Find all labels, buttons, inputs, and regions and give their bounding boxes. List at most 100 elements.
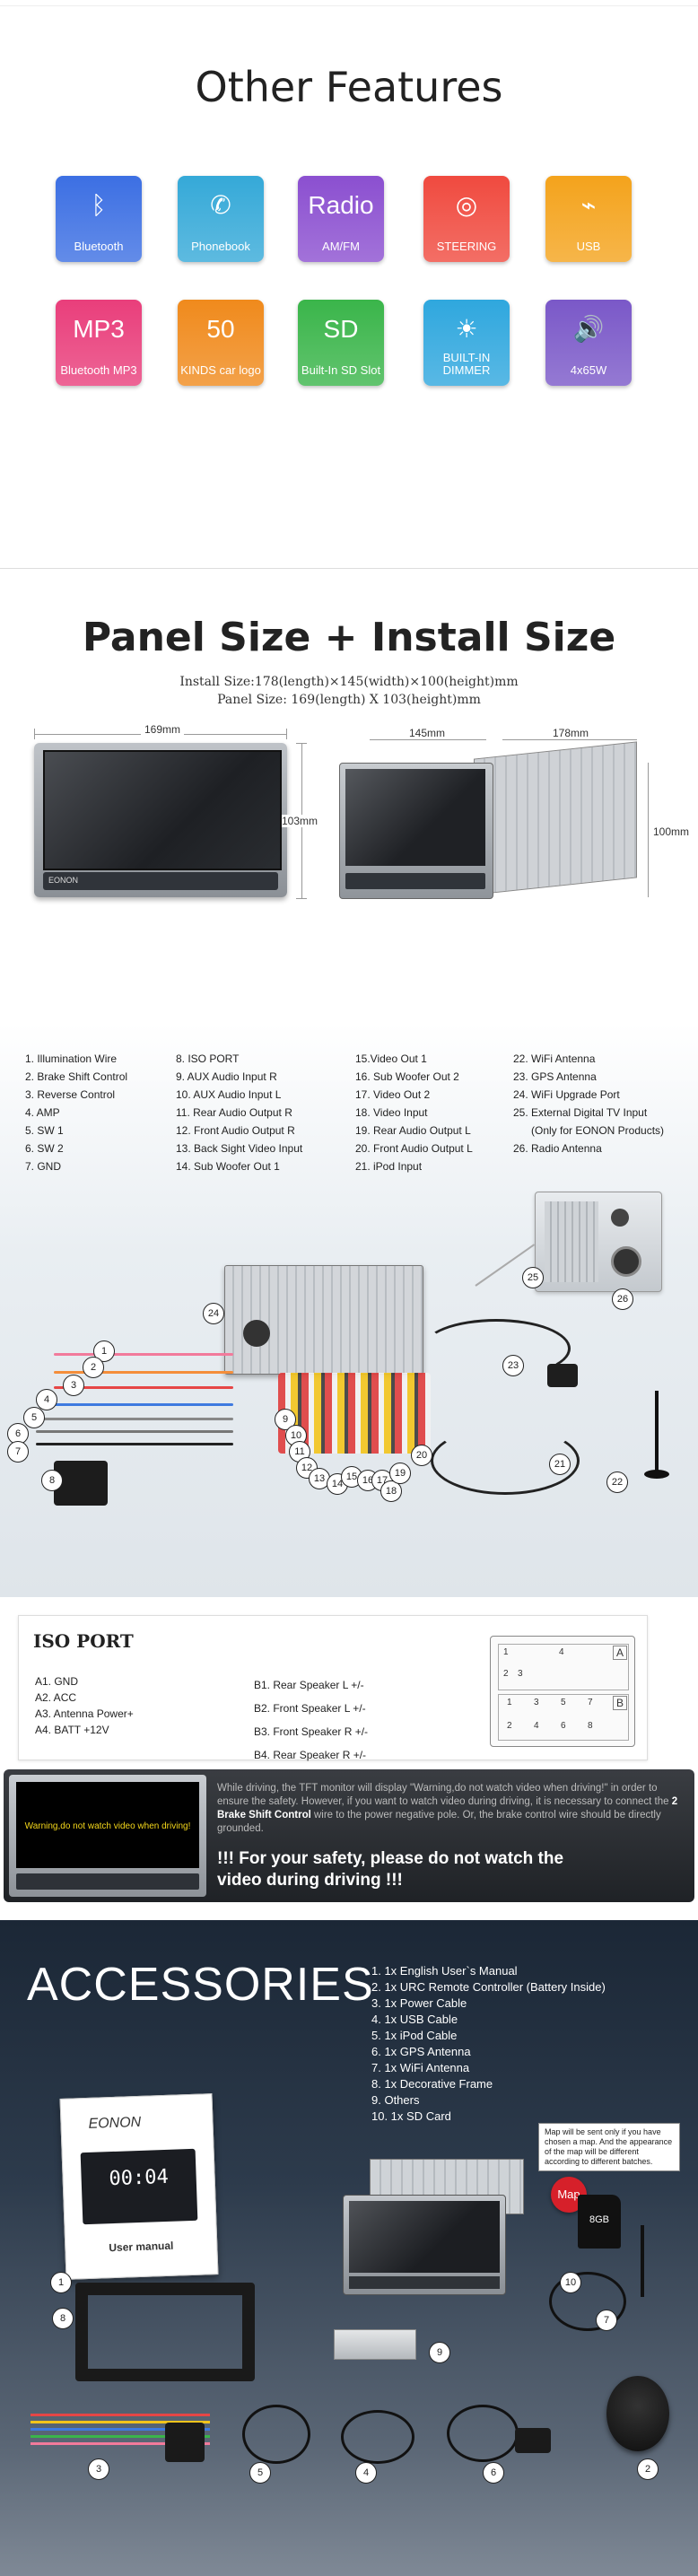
- wiring-item: 13. Back Sight Video Input: [176, 1142, 303, 1155]
- wire-sw1: [36, 1418, 233, 1420]
- feature-label: Built-In SD Slot: [301, 363, 381, 377]
- iso-a-item: A3. Antenna Power+: [35, 1707, 134, 1720]
- feature-label: Bluetooth MP3: [60, 363, 137, 377]
- install-size-text: Install Size:178(length)×145(width)×100(…: [179, 675, 519, 689]
- features-top-divider: [0, 5, 698, 6]
- wiring-item: 5. SW 1: [25, 1124, 64, 1137]
- callout-21: 21: [549, 1454, 571, 1475]
- bluetooth-icon: ᛒ: [91, 191, 107, 219]
- iso-pin-b5: 5: [561, 1698, 566, 1707]
- wire-reverse: [54, 1386, 233, 1389]
- bulb-icon: ☀: [455, 315, 478, 343]
- wiring-item: 22. WiFi Antenna: [513, 1052, 596, 1065]
- gps-antenna-puck: [515, 2428, 551, 2453]
- warning-screen-text: Warning,do not watch video when driving!: [24, 1821, 191, 1831]
- callout-7: 7: [7, 1441, 29, 1463]
- accessory-item: 9. Others: [371, 2093, 420, 2107]
- wire-illumination: [54, 1353, 233, 1356]
- gps-antenna-cable: [422, 1319, 571, 1378]
- wiring-item: 16. Sub Woofer Out 2: [355, 1070, 459, 1083]
- callout-2: 2: [83, 1357, 104, 1378]
- accessory-item: 5. 1x iPod Cable: [371, 2029, 458, 2042]
- accessories-title: ACCESSORIES: [27, 1959, 374, 2011]
- wiring-item: 10. AUX Audio Input L: [176, 1088, 282, 1101]
- wiring-item: 9. AUX Audio Input R: [176, 1070, 277, 1083]
- back-panel-inset: [535, 1192, 662, 1292]
- iso-pin-b3: 3: [534, 1698, 539, 1707]
- iso-b-item: B1. Rear Speaker L +/-: [254, 1679, 364, 1691]
- iso-b-item: B4. Rear Speaker R +/-: [254, 1749, 367, 1761]
- wiring-item: 25. External Digital TV Input: [513, 1106, 648, 1119]
- wiring-item: 3. Reverse Control: [25, 1088, 116, 1101]
- warning-brake-bold: 2 Brake Shift Control: [217, 1796, 678, 1821]
- dim-169-label: 169mm: [141, 723, 185, 736]
- accessory-item: 3. 1x Power Cable: [371, 1996, 467, 2010]
- feature-label: STEERING: [436, 240, 497, 253]
- callout-24: 24: [203, 1303, 224, 1324]
- speaker-icon: 🔊: [572, 315, 605, 343]
- callout-23: 23: [502, 1355, 524, 1376]
- accessory-item: 7. 1x WiFi Antenna: [371, 2061, 470, 2074]
- accessory-callout-5: 5: [249, 2462, 271, 2484]
- wiring-item: 23. GPS Antenna: [513, 1070, 597, 1083]
- accessory-callout-8: 8: [52, 2308, 74, 2329]
- iso-a-item: A1. GND: [35, 1675, 79, 1688]
- wifi-antenna-base: [644, 1470, 669, 1479]
- accessory-item: 8. 1x Decorative Frame: [371, 2077, 493, 2091]
- iso-pin-diagram: 1 4 2 3 A B 1 3 5 7 2 4 6 8: [490, 1636, 635, 1747]
- wiring-item: 26. Radio Antenna: [513, 1142, 602, 1155]
- usb-cable-coil: [341, 2410, 414, 2464]
- iso-letter-a: A: [613, 1646, 628, 1660]
- wiring-item: 2. Brake Shift Control: [25, 1070, 128, 1083]
- steering-feature-tile: ◎STEERING: [423, 176, 510, 262]
- warning-device: Warning,do not watch video when driving!: [9, 1775, 206, 1897]
- warning-panel: Warning,do not watch video when driving!…: [4, 1769, 694, 1902]
- accessory-item: 2. 1x URC Remote Controller (Battery Ins…: [371, 1980, 606, 1994]
- dim-100-label: 100mm: [653, 825, 690, 838]
- features-title: Other Features: [195, 63, 503, 111]
- callout-22: 22: [606, 1471, 628, 1493]
- features-bottom-divider: [0, 568, 698, 569]
- radio-icon: Radio: [308, 191, 374, 219]
- callout-4: 4: [36, 1389, 57, 1410]
- phone-icon: ✆: [210, 191, 231, 219]
- accessory-callout-3: 3: [88, 2458, 109, 2480]
- accessory-wifi-antenna: [641, 2225, 644, 2297]
- accessory-callout-10: 10: [560, 2272, 581, 2293]
- chassis-dim-line-100: [648, 763, 649, 897]
- iso-a-item: A4. BATT +12V: [35, 1724, 109, 1736]
- iso-pin-b1: 1: [507, 1698, 512, 1707]
- wiring-item: 15.Video Out 1: [355, 1052, 427, 1065]
- iso-b-item: B3. Front Speaker R +/-: [254, 1725, 369, 1738]
- accessory-head-unit: [343, 2159, 524, 2295]
- callout-12: 12: [296, 1457, 318, 1479]
- iso-b-item: B2. Front Speaker L +/-: [254, 1702, 366, 1715]
- callout-5: 5: [23, 1407, 45, 1428]
- wiring-item: 11. Rear Audio Output R: [176, 1106, 292, 1119]
- warning-section: Warning,do not watch video when driving!…: [0, 1769, 698, 1904]
- callout-25: 25: [522, 1267, 544, 1288]
- head-unit-rear: [224, 1265, 423, 1375]
- wiring-item: 18. Video Input: [355, 1106, 428, 1119]
- power-cable: [22, 2396, 228, 2476]
- wire-brake: [54, 1371, 233, 1374]
- iso-pin-b8: 8: [588, 1721, 593, 1731]
- accessory-item: 10. 1x SD Card: [371, 2109, 451, 2123]
- warning-headline: !!! For your safety, please do not watch…: [217, 1849, 564, 1890]
- decorative-frame: [75, 2283, 255, 2381]
- manual-brand: EONON: [88, 2114, 142, 2132]
- callout-26: 26: [612, 1288, 633, 1310]
- bulb-feature-tile: ☀BUILT-IN DIMMER: [423, 300, 510, 386]
- chassis-dim-line-178: [502, 739, 637, 740]
- panel-size-title: Panel Size + Install Size: [82, 615, 616, 660]
- wiring-item: 19. Rear Audio Output L: [355, 1124, 471, 1137]
- accessory-callout-4: 4: [355, 2462, 377, 2484]
